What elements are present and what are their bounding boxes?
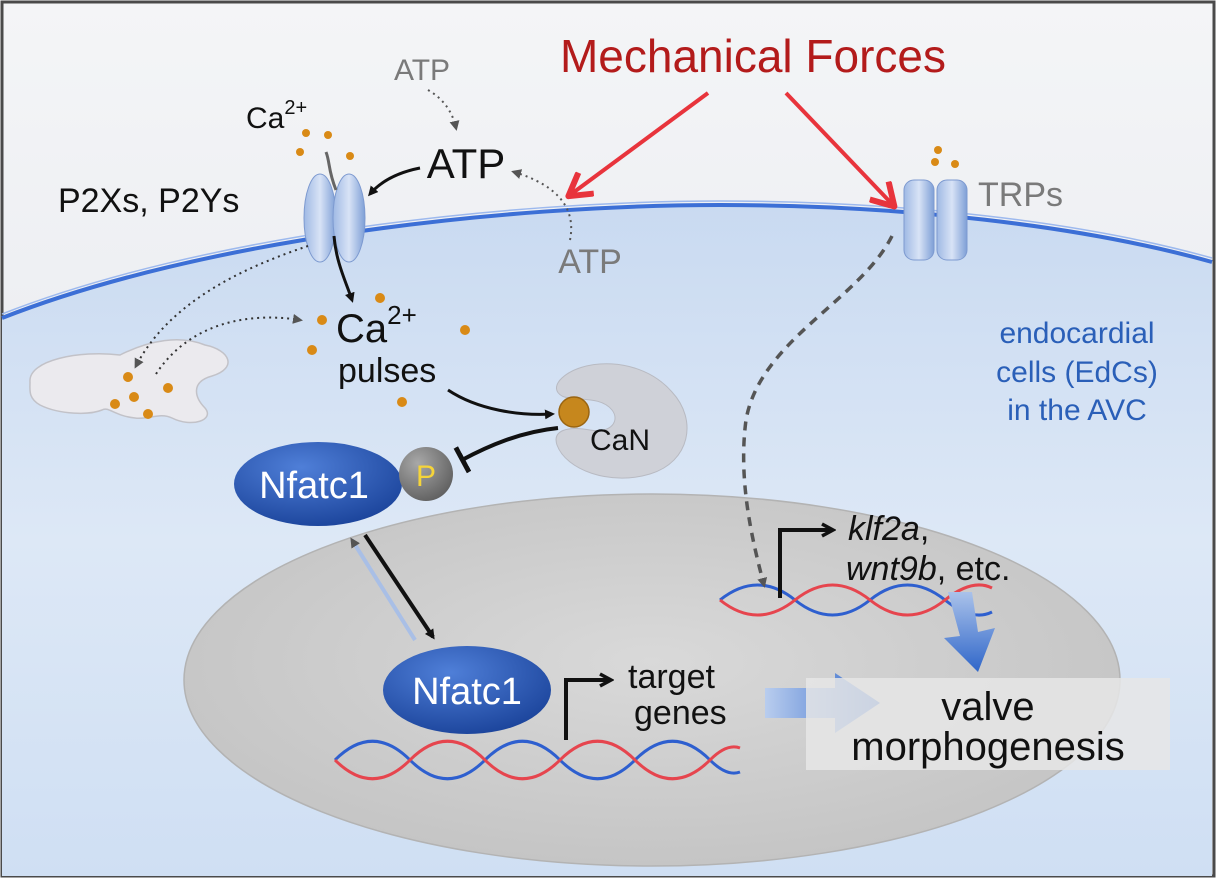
label-trps: TRPs: [978, 176, 1063, 214]
label-edc-line3: in the AVC: [1007, 394, 1147, 427]
promoter-arrow-target: [564, 680, 610, 740]
dashed-trp-to-dna: [741, 235, 894, 588]
p2x-p2y-channel: [303, 151, 366, 263]
valve-label-box: [806, 678, 1170, 770]
label-morphogenesis: morphogenesis: [851, 725, 1125, 769]
calcium-ions: [110, 129, 959, 419]
force-arrow-left: [570, 91, 710, 195]
label-phospho: P: [416, 460, 436, 493]
label-edc-line1: endocardial: [999, 317, 1154, 350]
arrow-atp-to-channel: [368, 166, 421, 197]
phosphate-group: [399, 447, 453, 501]
arrow-pulses-to-can: [447, 388, 555, 420]
label-target: target: [628, 658, 715, 696]
label-pulses: pulses: [338, 352, 436, 390]
label-ca-top: Ca2+: [246, 97, 307, 135]
dna-target-genes: [333, 739, 741, 781]
label-atp-outside-bottom: ATP: [558, 243, 622, 281]
dotted-channel-to-er: [134, 245, 309, 369]
inhibition-can-nfatc1: [453, 426, 559, 474]
nfatc1-nuclear-protein: [383, 646, 551, 734]
title-mechanical-forces: Mechanical Forces: [560, 30, 946, 82]
label-ca-pulses: Ca2+: [336, 300, 417, 351]
arrow-nfatc1-export: [350, 537, 417, 642]
nfatc1-cytoplasmic-protein: [234, 442, 402, 526]
label-edc-line2: cells (EdCs): [996, 356, 1158, 389]
label-atp-outside-top: ATP: [394, 54, 450, 87]
dotted-er-to-pulses: [155, 313, 303, 375]
label-wnt9b: wnt9b, etc.: [846, 550, 1010, 588]
arrow-channel-to-pulses: [332, 235, 355, 303]
arrow-klf2a-to-valve: [944, 592, 995, 672]
dotted-atp-release: [511, 169, 573, 241]
cell-membrane: [1, 202, 1213, 320]
can-calcium-ion: [558, 396, 590, 428]
label-can: CaN: [590, 424, 650, 457]
force-arrow-right: [784, 91, 893, 205]
arrow-nfatc1-import: [363, 533, 435, 640]
label-genes: genes: [634, 694, 727, 732]
label-atp-center: ATP: [427, 140, 506, 187]
promoter-arrow-klf2a: [778, 530, 832, 598]
label-valve: valve: [941, 685, 1034, 729]
label-nfatc1-cytoplasmic: Nfatc1: [259, 465, 369, 507]
label-p2x-p2y: P2Xs, P2Ys: [58, 182, 239, 220]
trp-channel: [903, 179, 968, 261]
label-klf2a: klf2a,: [848, 510, 929, 548]
label-nfatc1-nuclear: Nfatc1: [412, 671, 522, 713]
cell-membrane-highlight: [1, 200, 1213, 315]
